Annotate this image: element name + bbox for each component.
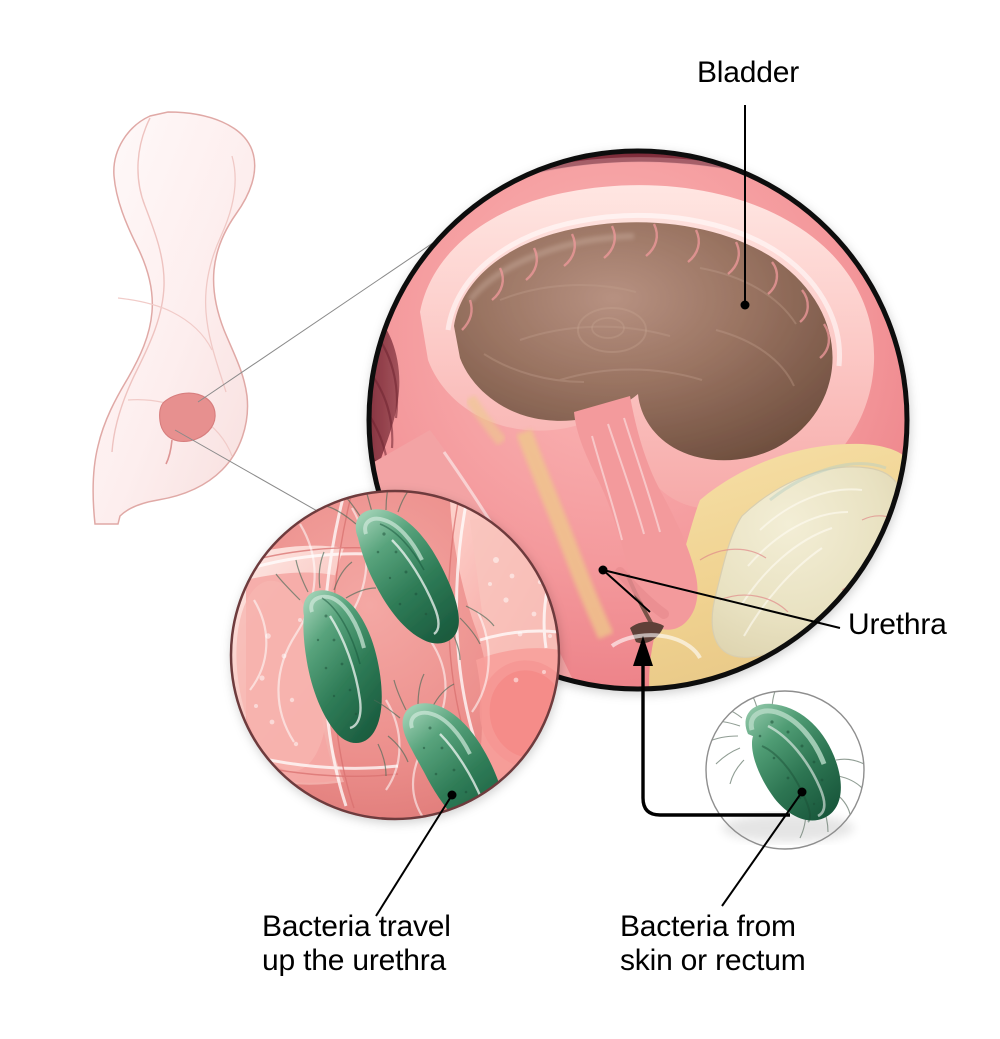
urethra-leader-branch	[602, 569, 651, 613]
torso-contour-front	[111, 117, 165, 453]
bladder-lumen	[454, 222, 833, 461]
fat-streak-upper	[465, 395, 507, 446]
bacterium-2-sheen	[328, 615, 362, 730]
lumen-rugae	[483, 267, 797, 387]
bacterium-2-flagella	[275, 551, 409, 777]
label-bacteria-travel-line1: Bacteria travel	[262, 910, 451, 943]
infection-path-arrow-head	[633, 636, 653, 666]
body-bladder-marker	[159, 392, 216, 442]
bacterium-3-flagella	[373, 673, 521, 819]
torso-to-bladder-callout-upper	[197, 227, 456, 403]
bacterium-3-speckles	[422, 726, 468, 794]
body-urethra-marker	[165, 439, 173, 465]
single-bacterium-speckles	[758, 720, 824, 806]
bladder-leader-dot	[740, 300, 750, 310]
callout-lines-group	[174, 227, 456, 517]
bacteria-source-leader-line	[721, 791, 803, 907]
torso-to-urethra-callout-upper	[174, 429, 327, 517]
label-urethra: Urethra	[848, 608, 947, 641]
body-silhouette-figure	[92, 111, 256, 525]
label-bacteria-source-line2: skin or rectum	[620, 943, 806, 977]
single-bacterium-circle	[705, 690, 865, 850]
mucosa-scallops	[461, 223, 831, 359]
mucosa-rim-highlight	[445, 212, 843, 367]
single-bacterium-highlight	[748, 708, 827, 765]
bacteria-travel-leader-line	[375, 794, 453, 917]
bone-edge-tint	[769, 462, 887, 502]
bacterium-1-highlight	[363, 516, 424, 561]
meatus-highlight	[610, 633, 702, 659]
lumen-sheen	[467, 233, 635, 302]
leader-lines-group	[375, 105, 841, 917]
lumen-detail-ring-inner	[591, 317, 625, 339]
bacterium-1-speckles	[376, 532, 428, 616]
bacterium-1	[325, 491, 495, 661]
single-circle-shadow	[722, 814, 854, 842]
bladder-neck	[574, 396, 698, 630]
bacterium-2-highlight	[309, 594, 366, 649]
bacterium-3-sheen	[439, 733, 484, 801]
hip-crease	[117, 297, 213, 351]
label-bacteria-travel-line2: up the urethra	[262, 943, 446, 977]
bone-trabeculae	[741, 488, 863, 637]
bacterium-2-speckles	[316, 614, 358, 716]
single-circle-outline	[705, 690, 865, 850]
bacterium-2-body	[303, 590, 382, 744]
label-bladder: Bladder	[697, 56, 800, 89]
single-bacterium-sheen	[767, 724, 826, 818]
rectum-folds	[369, 329, 399, 553]
urethra-leader-line	[602, 569, 841, 629]
torso-contour-back	[204, 155, 236, 393]
fat-streak-left	[516, 429, 614, 640]
bacteria-magnification-circle	[229, 489, 561, 821]
label-bacteria-source-line1: Bacteria from	[620, 910, 796, 943]
bacterium-3-highlight	[409, 710, 472, 755]
urethra-leader-dot	[598, 565, 608, 575]
bacteria-source-leader-dot	[797, 787, 807, 797]
bacterium-1-edge	[379, 523, 425, 571]
bacterium-1-sheen	[391, 539, 440, 635]
infection-path-arrow-shaft	[641, 660, 790, 817]
bacterium-2	[275, 551, 409, 777]
bacteria-circle-outline	[229, 489, 561, 821]
bacteria-travel-leader-dot	[447, 790, 457, 800]
single-bacterium-body	[745, 703, 841, 821]
bacterium-1-body	[355, 509, 459, 644]
lumen-detail-ring	[577, 307, 647, 353]
main-cross-section-circle	[366, 148, 910, 692]
torso-outline	[92, 111, 256, 525]
main-circle-outline	[366, 148, 910, 692]
neck-striations	[591, 417, 661, 541]
bacterium-2-edge	[321, 597, 361, 665]
